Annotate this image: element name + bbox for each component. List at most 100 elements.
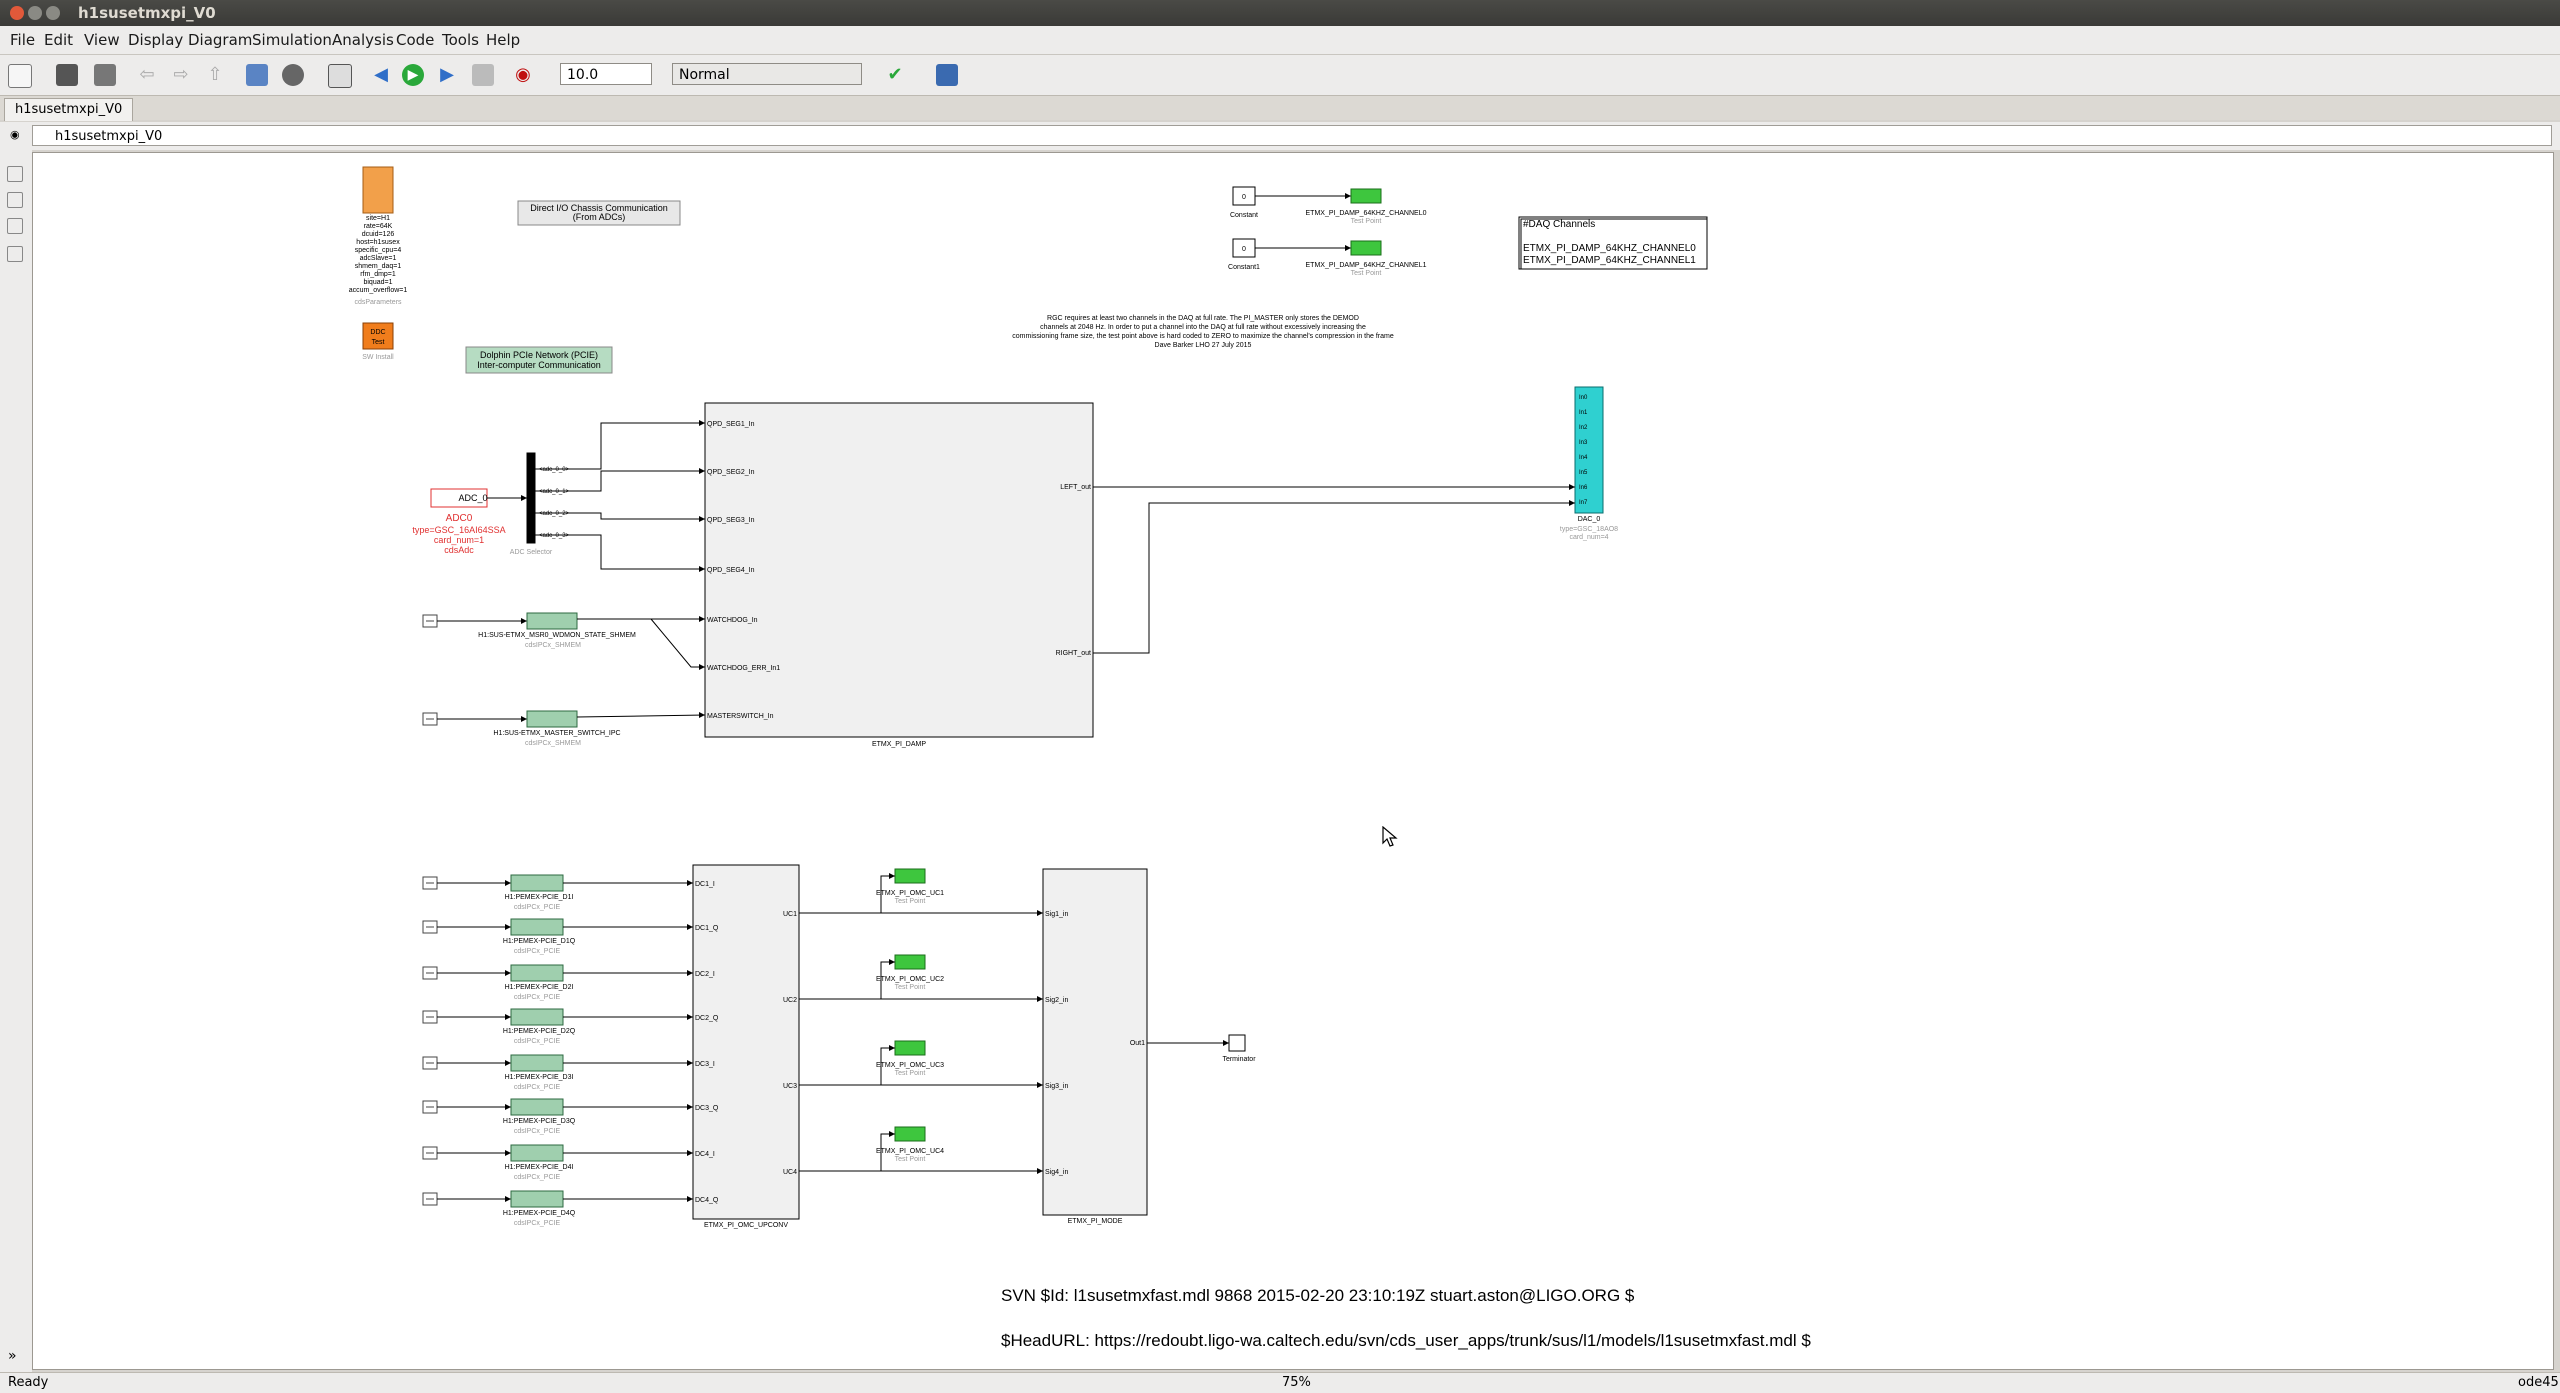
maximize-window-button[interactable] xyxy=(46,6,60,20)
testpoint-uc2-sub: Test Point xyxy=(895,984,926,991)
etmx-pi-damp-block[interactable] xyxy=(704,402,1094,738)
pcie-block[interactable] xyxy=(510,1054,564,1072)
print-icon[interactable] xyxy=(94,64,116,86)
window-titlebar: h1susetmxpi_V0 xyxy=(0,0,2560,26)
signal-arrow xyxy=(889,873,895,879)
shmem-block[interactable] xyxy=(526,612,578,630)
menu-code[interactable]: Code xyxy=(396,31,435,49)
dac-block[interactable] xyxy=(1574,386,1604,514)
model-path-breadcrumb[interactable]: h1susetmxpi_V0 xyxy=(32,125,2552,146)
arrow-icon[interactable] xyxy=(7,218,23,234)
dac-desc: card_num=4 xyxy=(1569,534,1608,541)
check-icon[interactable]: ✔ xyxy=(887,64,903,85)
terminator-block[interactable] xyxy=(1228,1034,1246,1052)
menu-edit[interactable]: Edit xyxy=(44,31,74,49)
menu-tools[interactable]: Tools xyxy=(442,31,479,49)
pcie-block[interactable] xyxy=(510,1144,564,1162)
pcie-sub: cdsIPCx_PCIE xyxy=(514,1174,561,1181)
pcie-block[interactable] xyxy=(510,874,564,892)
menu-analysis[interactable]: Analysis xyxy=(332,31,394,49)
daq-channels-text: #DAQ Channels xyxy=(1523,219,1595,230)
upconv-in-port: DC3_I xyxy=(695,1061,715,1068)
config-params-icon[interactable] xyxy=(282,64,304,86)
pcie-block[interactable] xyxy=(510,964,564,982)
fit-view-icon[interactable] xyxy=(7,192,23,208)
simulation-mode-select[interactable]: Normal xyxy=(672,63,862,85)
mode-in-port: Sig3_in xyxy=(1045,1083,1068,1090)
up-icon[interactable]: ⇧ xyxy=(207,64,223,85)
menu-diagram[interactable]: Diagram xyxy=(188,31,253,49)
mode-in-port: Sig4_in xyxy=(1045,1169,1068,1176)
mode-block[interactable] xyxy=(1042,868,1148,1216)
pcie-block[interactable] xyxy=(510,918,564,936)
upconv-in-port: DC1_I xyxy=(695,881,715,888)
stop-icon[interactable] xyxy=(472,64,494,86)
params-line: host=h1susex xyxy=(356,239,400,246)
pcie-block[interactable] xyxy=(510,1190,564,1208)
cds-parameters-block[interactable] xyxy=(362,166,394,214)
close-window-button[interactable] xyxy=(10,6,24,20)
testpoint-top-1-block[interactable] xyxy=(1350,240,1382,256)
testpoint-uc2-block[interactable] xyxy=(894,954,926,970)
mode-in-port: Sig2_in xyxy=(1045,997,1068,1004)
adc-desc: type=GSC_16AI64SSA xyxy=(412,525,505,535)
library-browser-icon[interactable] xyxy=(246,64,268,86)
grid-icon[interactable] xyxy=(936,64,958,86)
menu-display[interactable]: Display xyxy=(128,31,184,49)
signal-arrow xyxy=(1569,500,1575,506)
new-model-icon[interactable] xyxy=(8,64,32,88)
annotation-icon[interactable] xyxy=(7,246,23,262)
dac-port: In0 xyxy=(1579,395,1588,401)
testpoint-top-0-block[interactable] xyxy=(1350,188,1382,204)
model-explorer-icon[interactable] xyxy=(328,64,352,88)
record-icon[interactable]: ◉ xyxy=(515,64,531,85)
save-icon[interactable] xyxy=(56,64,78,86)
dac-port: In5 xyxy=(1579,470,1588,476)
pcie-sub: cdsIPCx_PCIE xyxy=(514,1128,561,1135)
menu-help[interactable]: Help xyxy=(486,31,521,49)
damp-out-left: LEFT_out xyxy=(1060,484,1091,491)
upconv-block[interactable] xyxy=(692,864,800,1220)
pcie-label: H1:PEMEX-PCIE_D1Q xyxy=(503,938,576,945)
undo-icon[interactable]: ⇦ xyxy=(139,64,155,85)
testpoint-uc3-block[interactable] xyxy=(894,1040,926,1056)
dcu-block[interactable] xyxy=(362,322,394,350)
minimize-window-button[interactable] xyxy=(28,6,42,20)
params-line: dcuid=126 xyxy=(362,231,395,238)
expand-palette-icon[interactable]: » xyxy=(8,1348,17,1364)
step-back-icon[interactable]: ◀ xyxy=(374,64,388,85)
menu-simulation[interactable]: Simulation xyxy=(252,31,332,49)
signal-arrow xyxy=(687,1060,693,1066)
run-icon[interactable]: ▶ xyxy=(402,64,424,86)
signal-arrow xyxy=(687,1196,693,1202)
io-chassis-note xyxy=(517,200,681,226)
pcie-block[interactable] xyxy=(510,1098,564,1116)
left-palette: » xyxy=(0,150,32,1372)
pcie-block[interactable] xyxy=(510,1008,564,1026)
signal-arrow xyxy=(505,1150,511,1156)
menu-view[interactable]: View xyxy=(84,31,120,49)
shmem-block[interactable] xyxy=(526,710,578,728)
adc-selector-block[interactable] xyxy=(526,452,536,544)
step-forward-icon[interactable]: ▶ xyxy=(440,64,454,85)
testpoint-uc1-block[interactable] xyxy=(894,868,926,884)
stop-time-input[interactable]: 10.0 xyxy=(560,63,652,85)
dac-desc: type=GSC_18AO8 xyxy=(1560,526,1618,533)
status-text: Ready xyxy=(8,1375,49,1390)
zoom-icon[interactable] xyxy=(7,166,23,182)
damp-in-port: WATCHDOG_ERR_In1 xyxy=(707,665,780,672)
adc-desc: card_num=1 xyxy=(434,535,484,545)
block-diagram: site=H1rate=64Kdcuid=126host=h1susexspec… xyxy=(349,166,1811,1350)
params-line: adcSlave=1 xyxy=(360,255,397,262)
dolphin-note-text: Inter-computer Communication xyxy=(477,360,601,370)
pcie-label: H1:PEMEX-PCIE_D4Q xyxy=(503,1210,576,1217)
testpoint-uc1-label: ETMX_PI_OMC_UC1 xyxy=(876,890,944,897)
menu-file[interactable]: File xyxy=(10,31,36,49)
hide-browser-icon[interactable]: ◉ xyxy=(10,128,20,141)
shmem-label: H1:SUS-ETMX_MSR0_WDMON_STATE_SHMEM xyxy=(478,632,636,639)
daq-channels-box xyxy=(1518,216,1708,270)
testpoint-uc4-block[interactable] xyxy=(894,1126,926,1142)
redo-icon[interactable]: ⇨ xyxy=(173,64,189,85)
tab-model[interactable]: h1susetmxpi_V0 xyxy=(4,98,134,121)
